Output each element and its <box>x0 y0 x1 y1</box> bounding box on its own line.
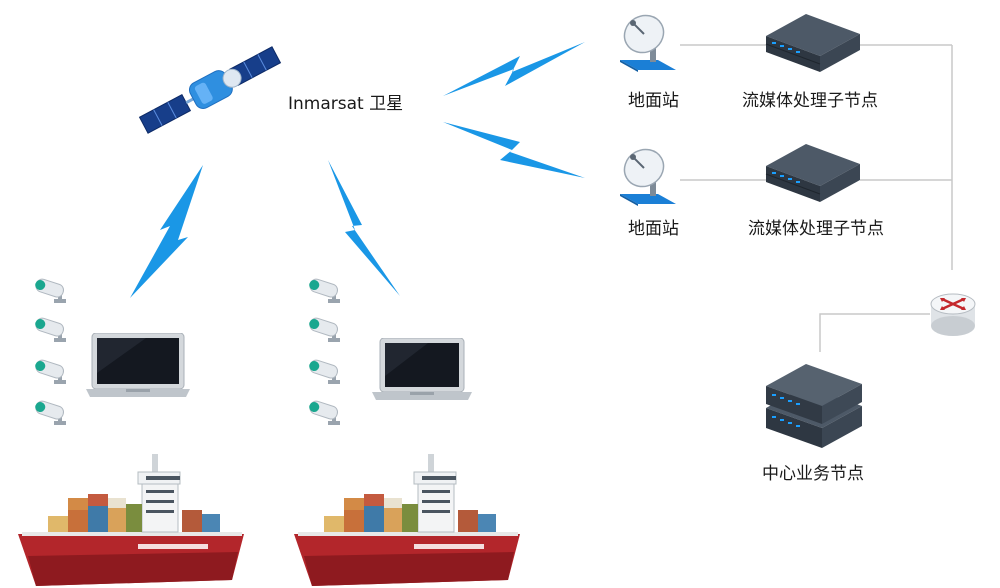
router-icon <box>930 293 976 336</box>
cctv-camera-icon <box>309 359 340 384</box>
cctv-camera-icon <box>309 317 340 342</box>
stream-node-label: 流媒体处理子节点 <box>748 219 884 239</box>
cctv-camera-icon <box>309 400 340 425</box>
container-ship-icon <box>18 454 244 586</box>
cctv-camera-icon <box>35 400 66 425</box>
center-node-label: 中心业务节点 <box>762 464 864 484</box>
cctv-camera-icon <box>309 278 340 303</box>
ground-station-label: 地面站 <box>628 91 679 111</box>
ground-station-label: 地面站 <box>628 219 679 239</box>
server-stack-icon <box>766 364 862 448</box>
cctv-camera-icon <box>35 359 66 384</box>
server-icon <box>765 144 860 202</box>
wire-router-center <box>819 313 930 352</box>
cctv-camera-icon <box>35 278 66 303</box>
laptop-icon <box>372 338 472 400</box>
satellite-dish-icon <box>620 148 676 206</box>
container-ship-icon <box>294 454 520 586</box>
cctv-camera-icon <box>35 317 66 342</box>
laptop-icon <box>86 333 190 397</box>
server-icon <box>765 14 860 72</box>
satellite-dish-icon <box>620 14 676 72</box>
satellite-icon <box>138 46 282 134</box>
stream-node-label: 流媒体处理子节点 <box>742 91 878 111</box>
satellite-label: Inmarsat 卫星 <box>288 94 404 114</box>
